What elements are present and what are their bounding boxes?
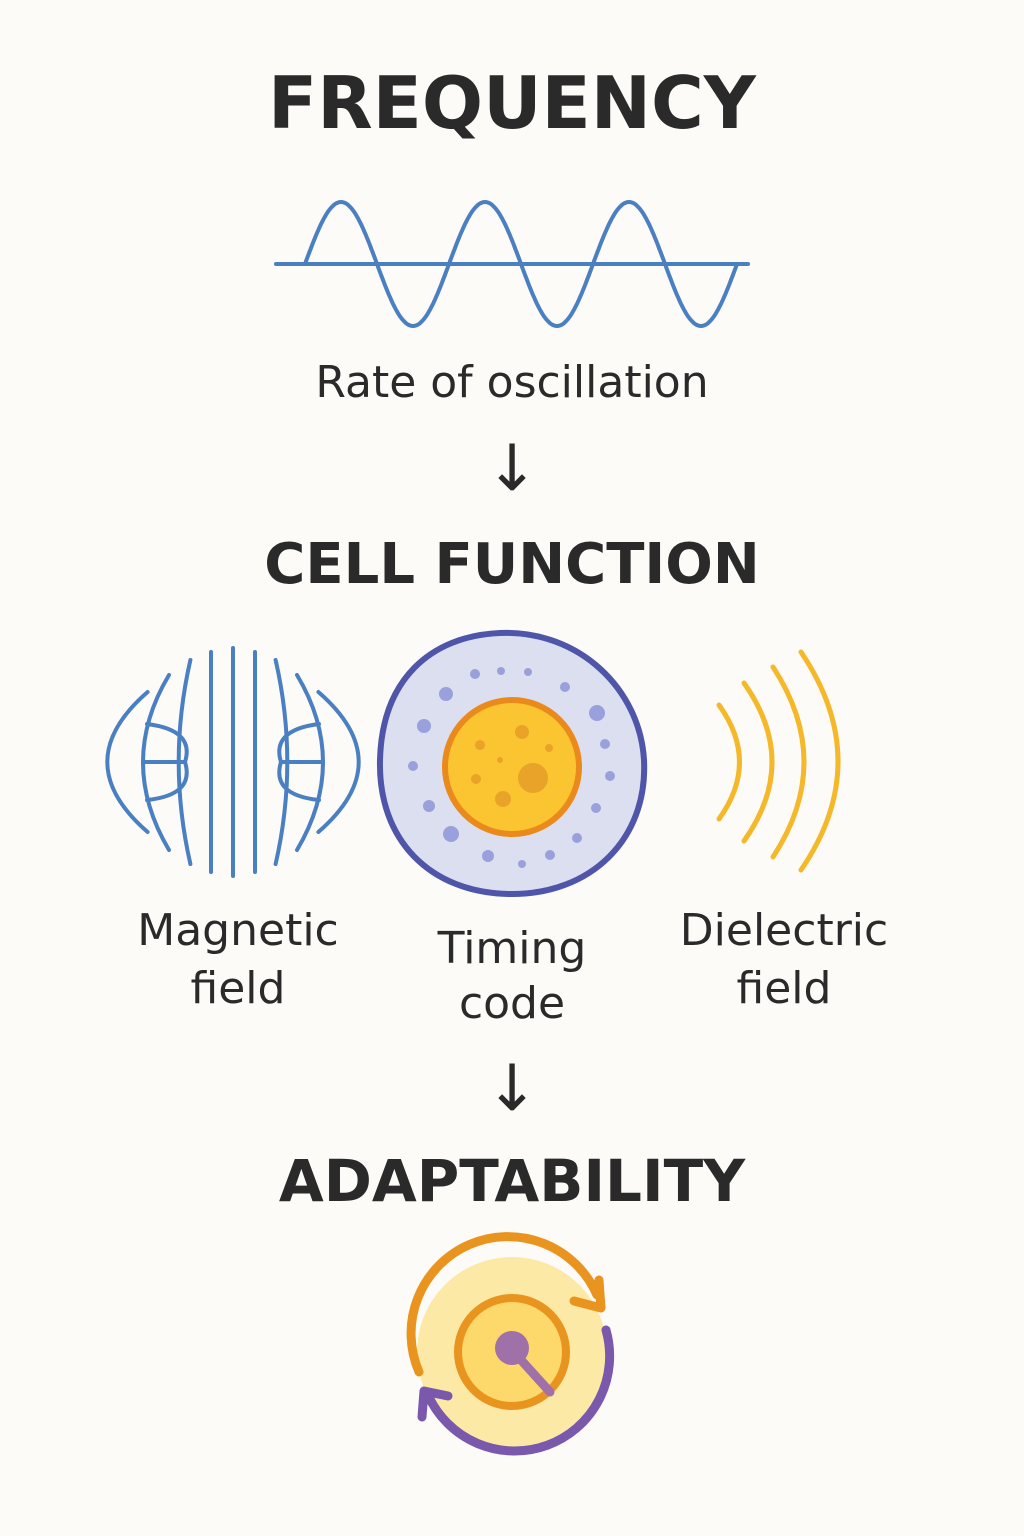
frequency-title: FREQUENCY	[268, 61, 757, 145]
dielectric-field-icon	[716, 649, 841, 873]
down-arrow-icon: ↓	[485, 432, 539, 506]
adaptive-cycle-icon	[406, 1232, 615, 1456]
dielectric-field-label: Dielectric	[680, 905, 888, 956]
timing-code-label: Timing	[437, 923, 587, 974]
timing-code-label-2: code	[459, 978, 565, 1029]
magnetic-field-icon	[105, 646, 361, 878]
cell-function-title: CELL FUNCTION	[264, 532, 759, 597]
cell-icon	[376, 629, 648, 898]
sine-wave-icon	[274, 199, 750, 329]
down-arrow-icon: ↓	[485, 1052, 539, 1126]
magnetic-field-label: Magnetic	[137, 905, 338, 956]
adaptability-title: ADAPTABILITY	[279, 1147, 746, 1215]
dielectric-field-label-2: field	[737, 963, 832, 1014]
frequency-caption: Rate of oscillation	[315, 357, 708, 408]
magnetic-field-label-2: field	[191, 963, 286, 1014]
